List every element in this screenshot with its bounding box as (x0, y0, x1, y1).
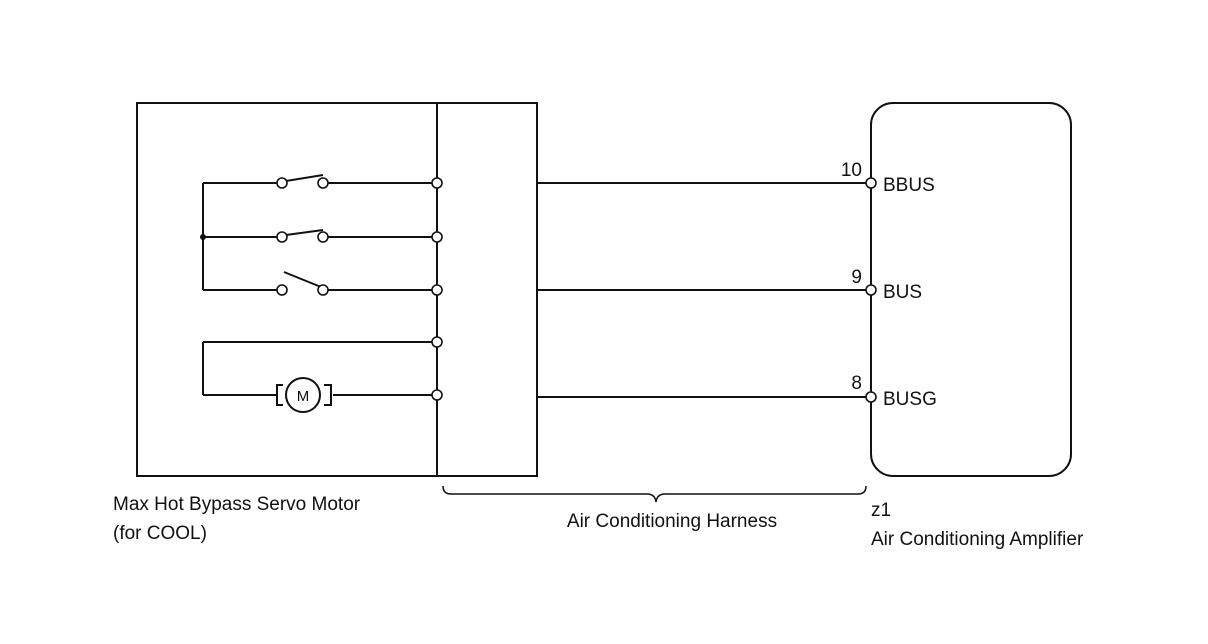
servo-motor-component: M (136, 102, 538, 477)
switch-3-blade (283, 271, 322, 288)
connector-id: z1 (871, 500, 891, 521)
servo-terminal (431, 177, 443, 189)
harness-wires (537, 182, 866, 398)
servo-terminal (431, 284, 443, 296)
servo-motor-variant: (for COOL) (113, 523, 207, 544)
switch-1-blade (285, 174, 324, 182)
pin-number-9: 9 (851, 267, 862, 288)
pin-name-bbus: BBUS (883, 175, 935, 196)
pin-number-10: 10 (841, 160, 862, 181)
amplifier-terminal (865, 284, 877, 296)
servo-terminal (431, 231, 443, 243)
harness-label: Air Conditioning Harness (567, 511, 777, 532)
motor-icon: M (276, 377, 332, 413)
amplifier-name: Air Conditioning Amplifier (871, 529, 1084, 550)
servo-motor-name: Max Hot Bypass Servo Motor (113, 494, 361, 515)
motor-circuit: M (202, 341, 433, 413)
amplifier-terminal (865, 391, 877, 403)
amplifier-terminal (865, 177, 877, 189)
harness-brace (442, 485, 867, 503)
pin-name-busg: BUSG (883, 389, 937, 410)
amplifier-component: 10 BBUS 9 BUS 8 BUSG (841, 102, 1072, 477)
motor-symbol-label: M (297, 388, 310, 405)
servo-terminal (431, 389, 443, 401)
switch-network (200, 174, 433, 296)
switch-2-blade (285, 229, 324, 236)
servo-terminal (431, 336, 443, 348)
pin-name-bus: BUS (883, 282, 922, 303)
pin-number-8: 8 (851, 373, 862, 394)
